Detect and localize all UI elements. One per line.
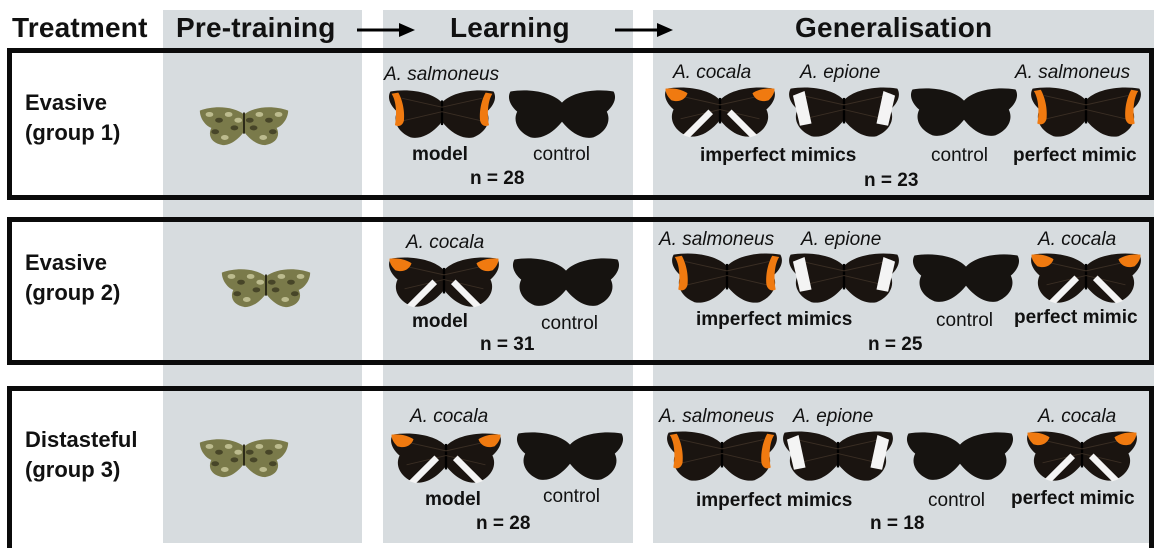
header-generalisation: Generalisation [795,12,993,43]
butterfly-control-icon [906,432,1014,480]
butterfly-salmoneus-icon [667,431,777,481]
header-learning: Learning [450,12,570,43]
gen-species-1b: A. epione [800,62,881,83]
learning-model-species-3: A. cocala [410,406,489,427]
treatment-group: (group 1) [25,120,121,145]
butterfly-control-icon [912,254,1020,302]
learning-control-label-2: control [541,313,599,334]
gen-species-2b: A. epione [801,229,882,250]
learning-model-label-3: model [425,489,481,510]
row-group-3 [7,386,1154,548]
row-group-2 [7,217,1154,365]
learning-n-3: n = 28 [476,513,531,534]
butterfly-cocala-icon [1031,253,1141,304]
learning-control-label-1: control [533,144,591,165]
gen-perfect-label-3: perfect mimic [1011,488,1135,509]
gen-n-3: n = 18 [870,513,925,534]
butterfly-salmoneus-icon [1031,87,1141,137]
treatment-group: (group 3) [25,457,121,482]
treatment-name: Distasteful [25,427,138,452]
gen-species-2a: A. salmoneus [659,229,775,250]
butterfly-control-icon [910,88,1018,136]
learning-model-species-2: A. cocala [406,232,485,253]
gen-perfect-label-2: perfect mimic [1014,307,1138,328]
moth-icon-3 [199,439,289,478]
gen-imperfect-label-1: imperfect mimics [700,145,857,166]
butterfly-epione-icon [789,87,899,137]
gen-species-3b: A. epione [793,406,874,427]
gen-perfect-label-1: perfect mimic [1013,145,1137,166]
butterfly-cocala-icon [665,87,775,138]
gen-control-label-1: control [931,145,989,166]
learning-n-2: n = 31 [480,334,535,355]
gen-species-3d: A. cocala [1038,406,1117,427]
gen-n-1: n = 23 [864,170,919,191]
butterfly-control-icon [516,432,624,480]
treatment-label-1: Evasive (group 1) [25,88,120,148]
treatment-label-2: Evasive (group 2) [25,248,120,308]
gen-n-2: n = 25 [868,334,923,355]
gen-control-label-3: control [928,490,986,511]
butterfly-cocala-icon [391,433,501,484]
moth-icon-1 [199,107,289,146]
butterfly-salmoneus-icon [672,253,782,303]
arrow-icon-2 [615,23,673,37]
butterfly-salmoneus-icon [388,90,496,138]
gen-species-1a: A. cocala [673,62,752,83]
learning-model-label-2: model [412,311,468,332]
treatment-label-3: Distasteful (group 3) [25,425,137,485]
row-group-1 [7,48,1154,200]
learning-model-species-1: A. salmoneus [384,64,500,85]
gen-imperfect-label-3: imperfect mimics [696,490,853,511]
header-pretraining: Pre-training [176,12,336,43]
gen-species-1d: A. salmoneus [1015,62,1131,83]
learning-model-label-1: model [412,144,468,165]
gen-imperfect-label-2: imperfect mimics [696,309,853,330]
header-treatment: Treatment [12,12,148,43]
learning-control-label-3: control [543,486,601,507]
learning-n-1: n = 28 [470,168,525,189]
butterfly-control-icon [508,90,616,138]
gen-species-3a: A. salmoneus [659,406,775,427]
treatment-name: Evasive [25,90,107,115]
treatment-name: Evasive [25,250,107,275]
gen-control-label-2: control [936,310,994,331]
butterfly-control-icon [512,258,620,306]
moth-icon-2 [221,269,311,308]
treatment-group: (group 2) [25,280,121,305]
butterfly-cocala-icon [1027,431,1137,482]
arrow-icon-1 [357,23,415,37]
gen-species-2d: A. cocala [1038,229,1117,250]
butterfly-epione-icon [789,253,899,303]
butterfly-epione-icon [783,431,893,481]
butterfly-cocala-icon [389,257,499,308]
